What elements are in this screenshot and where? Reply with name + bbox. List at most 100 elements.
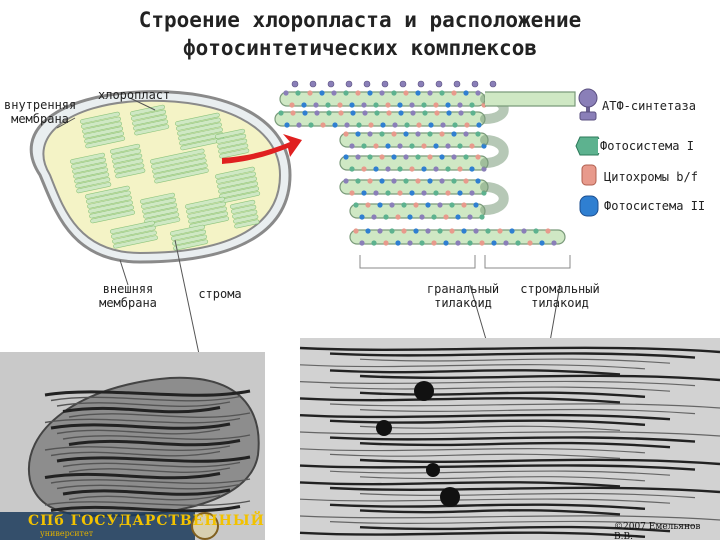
protein-complex bbox=[433, 143, 439, 149]
micrograph-membrane bbox=[329, 486, 720, 494]
granum bbox=[70, 152, 112, 194]
micrograph-membrane bbox=[299, 464, 696, 471]
protein-complex bbox=[419, 240, 425, 246]
protein-complex bbox=[469, 102, 475, 108]
protein-complex bbox=[463, 154, 469, 160]
thylakoid-disc bbox=[110, 220, 155, 234]
protein-complex bbox=[361, 143, 367, 149]
atp-synthase bbox=[417, 80, 425, 88]
protein-complex bbox=[451, 154, 457, 160]
protein-complex bbox=[451, 178, 457, 184]
thylakoid-disc bbox=[142, 202, 178, 214]
granum bbox=[215, 166, 261, 204]
protein-complex bbox=[475, 131, 481, 137]
protein-complex bbox=[451, 90, 457, 96]
protein-complex bbox=[427, 178, 433, 184]
protein-complex bbox=[302, 110, 308, 116]
protein-complex bbox=[395, 240, 401, 246]
protein-complex bbox=[349, 166, 355, 172]
protein-complex bbox=[355, 131, 361, 137]
thylakoid-disc bbox=[73, 167, 109, 179]
protein-complex bbox=[476, 122, 482, 128]
micrograph-membrane bbox=[329, 352, 696, 359]
protein-complex bbox=[373, 143, 379, 149]
protein-complex bbox=[374, 110, 380, 116]
protein-complex bbox=[467, 214, 473, 220]
protein-complex bbox=[440, 122, 446, 128]
inner-membrane-label: внутренняя мембрана bbox=[4, 98, 76, 126]
protein-complex bbox=[395, 214, 401, 220]
micrograph-membrane bbox=[50, 505, 241, 513]
micrograph-membrane bbox=[62, 461, 241, 468]
protein-complex bbox=[475, 90, 481, 96]
protein-complex bbox=[326, 110, 332, 116]
protein-complex bbox=[451, 131, 457, 137]
protein-complex bbox=[439, 90, 445, 96]
micrograph-membrane bbox=[329, 503, 646, 510]
protein-complex bbox=[469, 143, 475, 149]
protein-complex bbox=[295, 90, 301, 96]
micrograph-membrane bbox=[68, 412, 251, 418]
micrograph-membrane bbox=[50, 450, 221, 457]
protein-complex bbox=[319, 90, 325, 96]
protein-complex bbox=[416, 122, 422, 128]
protein-complex bbox=[353, 202, 359, 208]
protein-complex bbox=[377, 228, 383, 234]
thylakoid-disc bbox=[172, 234, 208, 246]
protein-complex bbox=[392, 122, 398, 128]
granum bbox=[110, 220, 158, 249]
protein-complex bbox=[421, 166, 427, 172]
protein-complex bbox=[325, 102, 331, 108]
stromal-lamella bbox=[485, 91, 576, 107]
micrograph-membrane bbox=[329, 470, 671, 476]
protein-complex bbox=[497, 228, 503, 234]
micrograph-right bbox=[299, 338, 720, 540]
granum bbox=[110, 143, 146, 179]
micrograph-membrane bbox=[329, 419, 646, 426]
thylakoid-disc bbox=[90, 210, 135, 224]
protein-complex bbox=[379, 154, 385, 160]
protein-complex bbox=[461, 202, 467, 208]
thylakoid-disc bbox=[112, 153, 143, 164]
protein-complex bbox=[427, 90, 433, 96]
protein-complex bbox=[415, 178, 421, 184]
thylakoid-disc bbox=[85, 136, 126, 149]
thylakoid-disc bbox=[187, 206, 227, 219]
thylakoid-disc bbox=[175, 112, 220, 126]
granal-thylakoid-label-line2: тилакоид bbox=[434, 296, 492, 310]
protein-complex bbox=[515, 240, 521, 246]
protein-complex bbox=[463, 131, 469, 137]
protein-complex bbox=[391, 131, 397, 137]
granal-bracket bbox=[359, 255, 476, 269]
protein-complex bbox=[397, 166, 403, 172]
protein-complex bbox=[367, 131, 373, 137]
granum bbox=[80, 111, 126, 149]
micrograph-membrane bbox=[50, 478, 251, 484]
atp-synthase bbox=[327, 80, 335, 88]
protein-complex bbox=[475, 154, 481, 160]
protein-complex bbox=[445, 166, 451, 172]
thylakoid-disc bbox=[154, 168, 209, 184]
protein-complex bbox=[413, 228, 419, 234]
thylakoid-disc bbox=[173, 239, 209, 251]
protein-complex bbox=[356, 122, 362, 128]
protein-complex bbox=[433, 166, 439, 172]
granum bbox=[230, 199, 260, 229]
protein-complex bbox=[383, 240, 389, 246]
protein-complex bbox=[397, 190, 403, 196]
protein-complex bbox=[455, 240, 461, 246]
protein-complex bbox=[425, 202, 431, 208]
protein-complex bbox=[359, 240, 365, 246]
micrograph-membrane bbox=[359, 525, 671, 533]
micrograph-membrane bbox=[359, 374, 720, 382]
protein-complex bbox=[533, 228, 539, 234]
stromal-lamella bbox=[480, 182, 509, 215]
protein-complex bbox=[371, 214, 377, 220]
thylakoid-disc bbox=[219, 148, 250, 159]
thylakoid-disc bbox=[218, 143, 249, 154]
thylakoid-disc bbox=[71, 157, 107, 169]
protein-complex bbox=[445, 102, 451, 108]
protein-complex bbox=[337, 102, 343, 108]
protein-complex bbox=[283, 90, 289, 96]
thylakoid-disc bbox=[72, 162, 108, 174]
